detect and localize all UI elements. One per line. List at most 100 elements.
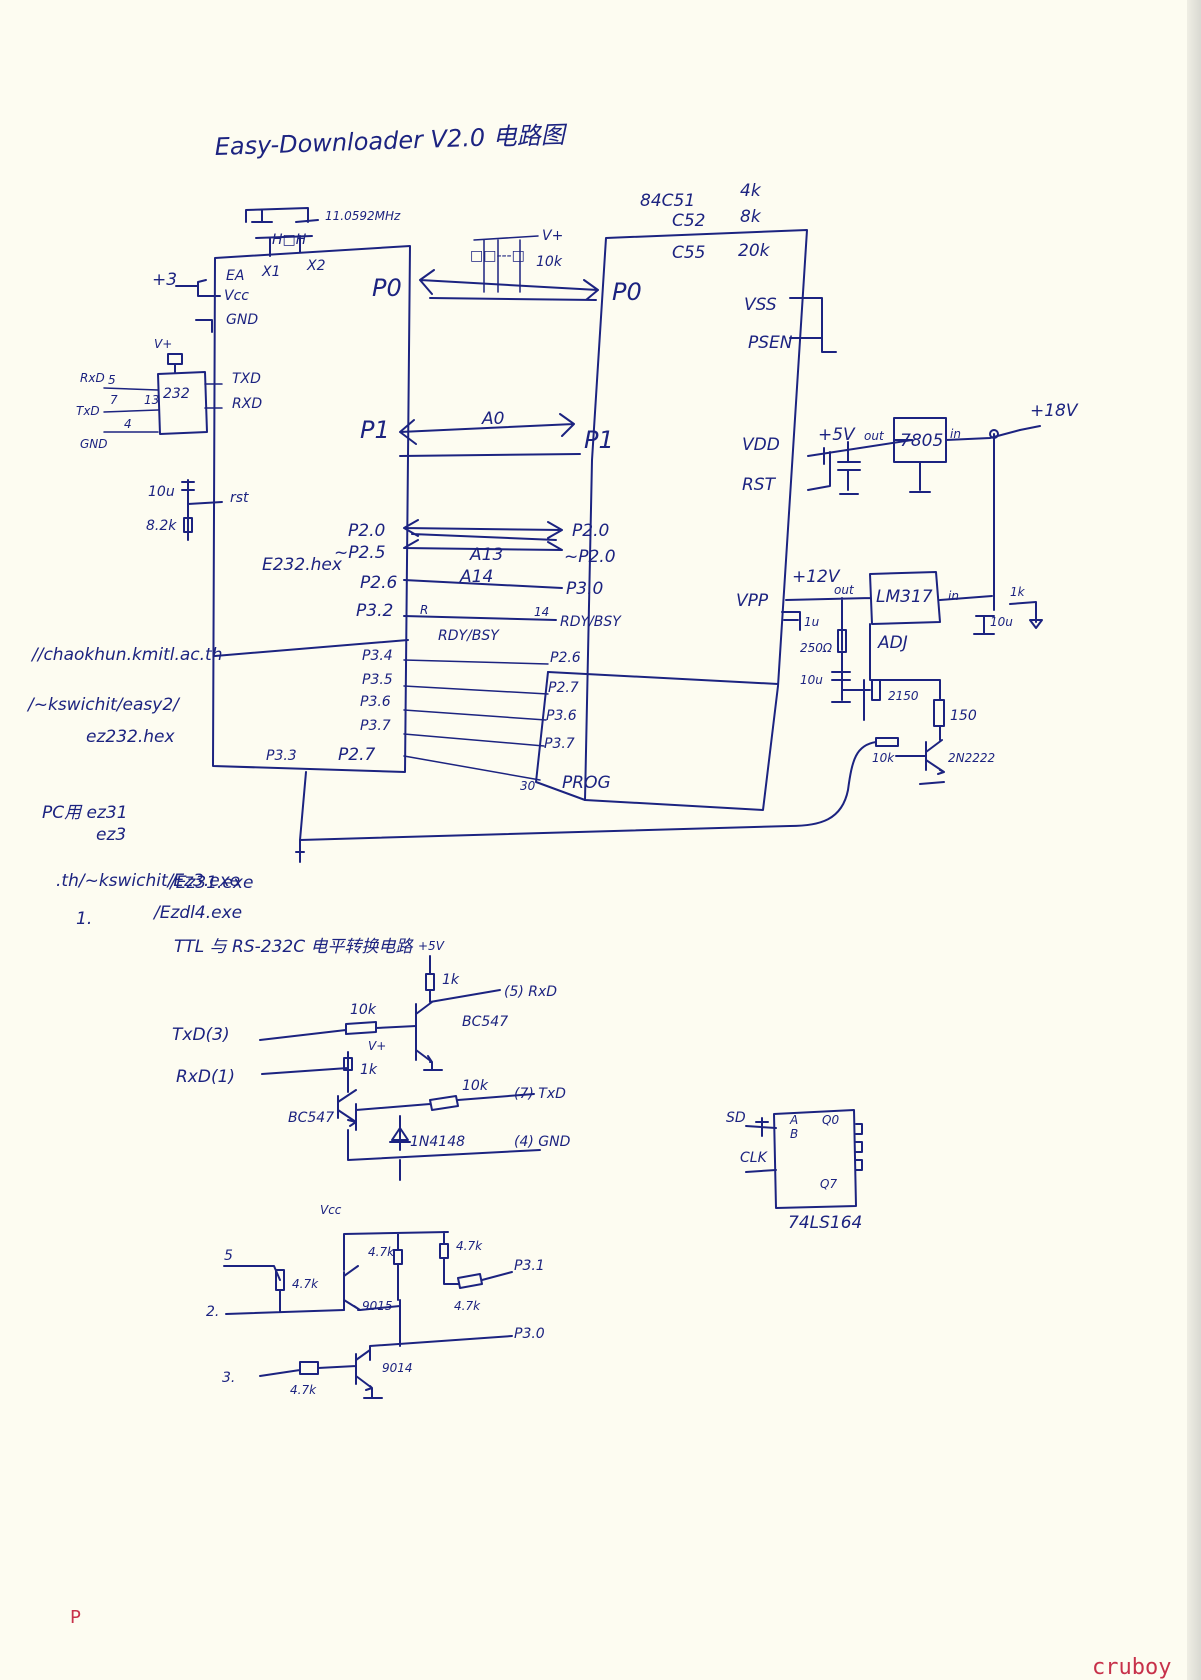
cap3-label: 10u xyxy=(990,615,1013,629)
target-divider xyxy=(547,671,779,685)
mcu-pin-txd: TXD xyxy=(232,371,261,387)
max232-label: 232 xyxy=(163,386,190,402)
note-pc: PC用 ez31 xyxy=(42,803,128,823)
prog-control-wire xyxy=(299,741,877,841)
section2-rxd-in: RxD(1) xyxy=(176,1067,235,1087)
section3-input-network xyxy=(223,1265,345,1315)
target-port-p30: P3.0 xyxy=(566,579,603,599)
power-rail xyxy=(993,425,1041,611)
mcu-pin-vcc: Vcc xyxy=(224,288,249,304)
power-plus5: +5V xyxy=(818,425,856,445)
target-pin-rst: RST xyxy=(742,475,777,495)
led-res-label: 1k xyxy=(1010,585,1026,599)
section3-q2-label: 9014 xyxy=(382,1361,413,1375)
reg2-part: LM317 xyxy=(876,587,933,607)
shiftreg-q0: Q0 xyxy=(822,1113,839,1127)
mcu-port-p25: ~P2.5 xyxy=(334,543,386,563)
target-port-p0: P0 xyxy=(612,278,642,306)
section2-txd-out: (7) TxD xyxy=(514,1086,566,1102)
target-port-rdybsy: RDY/BSY xyxy=(560,614,622,630)
target-part-number: 84C51 xyxy=(640,191,695,211)
power-plus12: +12V xyxy=(792,567,841,587)
mcu-port-p27: P2.7 xyxy=(338,745,375,765)
wires-p3-p2-lower xyxy=(403,659,549,781)
section2-1k-2: 1k xyxy=(360,1062,378,1078)
section3-p31: P3.1 xyxy=(514,1258,545,1274)
note-exe-3: /Ezdl4.exe xyxy=(152,903,242,923)
mcu-port-p36: P3.6 xyxy=(360,694,391,710)
mcu-port-p20: P2.0 xyxy=(348,521,385,541)
reg1-out-label: out xyxy=(864,429,885,443)
bus-30-label: 30 xyxy=(520,779,536,793)
section3-r3: 4.7k xyxy=(454,1299,481,1313)
bus-r-label: R xyxy=(420,603,428,617)
max232-pin-7: 7 xyxy=(110,393,118,407)
note-url-2: /~kswichit/easy2/ xyxy=(26,695,181,715)
reset-network xyxy=(181,479,223,541)
section3-in3: 3. xyxy=(222,1370,235,1386)
wire-p32-rdybsy xyxy=(403,615,557,621)
section3-r1: 4.7k xyxy=(368,1245,395,1259)
bus-p0 xyxy=(419,269,599,301)
shiftreg-pins xyxy=(745,1117,863,1173)
section2-gnd: (4) GND xyxy=(514,1134,571,1150)
bus-14-label: 14 xyxy=(534,605,549,619)
mcu-port-p0: P0 xyxy=(372,274,402,302)
max232-cap xyxy=(167,353,183,373)
base-resistor xyxy=(875,737,899,747)
shiftreg-clk: CLK xyxy=(740,1150,769,1166)
section2-rxd-out: (5) RxD xyxy=(504,984,557,1000)
bus-rdybsy-label: RDY/BSY xyxy=(438,628,500,644)
max232-pin-13: 13 xyxy=(144,393,159,407)
target-pin-vpp: VPP xyxy=(736,591,769,611)
section3-q2 xyxy=(259,1349,383,1399)
reg1-in-label: in xyxy=(950,427,961,441)
bus-p20-p25 xyxy=(403,519,563,551)
mcu-power-wires xyxy=(175,279,221,333)
shiftreg-sd: SD xyxy=(726,1110,746,1126)
reg1-part: 7805 xyxy=(900,431,943,451)
watermark: cruboy xyxy=(1092,1655,1171,1680)
mcu-pin-ea: EA xyxy=(226,268,244,284)
shiftreg-part: 74LS164 xyxy=(788,1213,862,1233)
section2-txd-in: TxD(3) xyxy=(172,1025,230,1045)
cap1-label: 1u xyxy=(804,615,820,629)
target-variant-c55: C55 xyxy=(672,243,706,263)
r2-symbol xyxy=(871,679,881,701)
section2-top-res xyxy=(425,955,501,1003)
schematic-title: Easy-Downloader V2.0 电路图 xyxy=(214,121,568,161)
target-size-20k: 20k xyxy=(738,241,771,261)
target-port-p27: P2.7 xyxy=(548,680,579,696)
section3-r2: 4.7k xyxy=(456,1239,483,1253)
reg2-out-label: out xyxy=(834,583,855,597)
section2-title: TTL 与 RS-232C 电平转换电路 xyxy=(174,937,415,957)
mcu-pin-rst: rst xyxy=(230,490,249,506)
q-2n2222-label: 2N2222 xyxy=(948,751,995,765)
section3-in2: 2. xyxy=(206,1304,219,1320)
max232-pin-5: 5 xyxy=(108,373,116,387)
target-port-p36: P3.6 xyxy=(546,708,577,724)
target-chip-outline xyxy=(584,229,808,811)
cap2-symbol xyxy=(831,671,871,703)
r1-label: 250Ω xyxy=(800,641,833,655)
reg-7805-box xyxy=(893,417,1021,493)
note-exe-1: .th/~kswichit/Ez3.exe xyxy=(56,871,240,891)
pullup-wires xyxy=(473,235,539,293)
section2-10k: 10k xyxy=(350,1002,377,1018)
max232-ext-rxd: RxD xyxy=(80,371,105,385)
max232-ext-txd: TxD xyxy=(76,404,100,418)
note-url-1: //chaokhun.kmitl.ac.th xyxy=(30,645,223,665)
corner-mark: P xyxy=(70,1607,81,1628)
mcu-pin-x2: X2 xyxy=(306,258,326,274)
section2-q2-diode xyxy=(337,1089,541,1181)
mcu-port-p32: P3.2 xyxy=(356,601,393,621)
reset-cap-label: 10u xyxy=(148,484,175,500)
crystal-frequency: 11.0592MHz xyxy=(325,209,401,223)
bus-a14-label: A14 xyxy=(459,567,493,587)
note-hex: ez232.hex xyxy=(86,727,175,747)
target-port-prog: PROG xyxy=(562,773,611,793)
section2-vplus: V+ xyxy=(368,1039,386,1053)
r3-symbol xyxy=(933,699,945,741)
section3-q1 xyxy=(343,1265,401,1347)
